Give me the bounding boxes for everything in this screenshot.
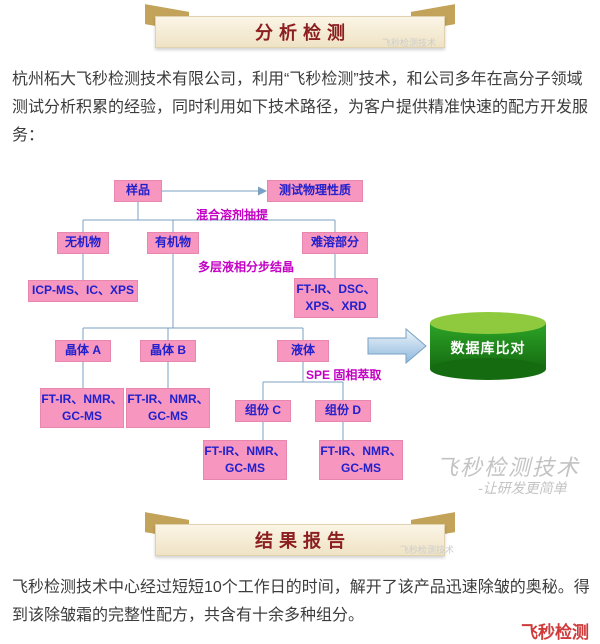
watermark-red: 飞秒检测 [521, 623, 589, 642]
watermark-chart: 飞秒检测技术 [436, 455, 581, 480]
watermark-banner-bottom: 飞秒检测技术 [400, 545, 455, 555]
intro-paragraph: 杭州柘大飞秒检测技术有限公司，利用“飞秒检测”技术，和公司多年在高分子领域测试分… [12, 71, 589, 144]
flowchart: 样品 测试物理性质 混合溶剂抽提 无机物 有机物 难溶部分 多层液相分步结晶 I… [0, 172, 600, 512]
banner-analysis: 分析检测 [155, 16, 445, 48]
node-inorganic-methods: ICP-MS、IC、XPS [28, 280, 138, 302]
banner-analysis-title: 分析检测 [255, 23, 351, 43]
node-liquid: 液体 [277, 340, 329, 362]
node-insoluble-methods: FT-IR、DSC、 XPS、XRD [294, 278, 378, 318]
flowchart-connectors [82, 186, 427, 440]
node-component-d: 组份 D [315, 400, 371, 422]
node-sample: 样品 [114, 180, 162, 202]
watermark-banner-top: 飞秒检测技术 [382, 38, 437, 48]
database-label: 数据库比对 [450, 339, 526, 356]
big-arrow-icon [367, 327, 427, 365]
arrowhead-right-icon [258, 186, 267, 196]
banner-result-title: 结果报告 [255, 531, 351, 551]
node-component-d-methods: FT-IR、NMR、 GC-MS [319, 440, 403, 480]
label-solvent-extraction: 混合溶剂抽提 [196, 208, 269, 222]
node-organic: 有机物 [147, 232, 199, 254]
node-crystal-b: 晶体 B [140, 340, 196, 362]
label-spe-extraction: SPE 固相萃取 [306, 368, 382, 382]
node-crystal-a-methods: FT-IR、NMR、 GC-MS [40, 388, 124, 428]
node-component-c: 组份 C [235, 400, 291, 422]
database-cylinder-icon: 数据库比对 [430, 312, 546, 380]
node-inorganic: 无机物 [57, 232, 109, 254]
node-physical-test: 测试物理性质 [267, 180, 363, 202]
label-crystallization: 多层液相分步结晶 [198, 260, 295, 274]
node-insoluble: 难溶部分 [302, 232, 368, 254]
node-component-c-methods: FT-IR、NMR、 GC-MS [203, 440, 287, 480]
connector-lines [82, 190, 344, 440]
watermark-chart-sub: -让研发更简单 [478, 480, 567, 496]
banner-result: 结果报告 [155, 524, 445, 556]
node-crystal-b-methods: FT-IR、NMR、 GC-MS [126, 388, 210, 428]
result-paragraph: 飞秒检测技术中心经过短短10个工作日的时间，解开了该产品迅速除皱的奥秘。得到该除… [12, 579, 590, 624]
node-crystal-a: 晶体 A [55, 340, 111, 362]
